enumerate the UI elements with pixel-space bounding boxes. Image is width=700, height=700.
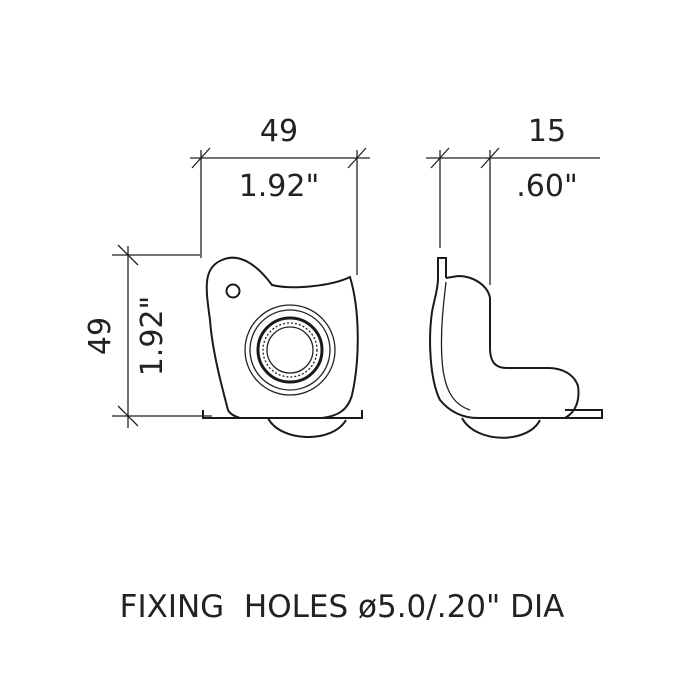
front-view-part xyxy=(202,256,363,438)
dome-outer-ring xyxy=(244,304,336,396)
tick-mark xyxy=(480,147,500,169)
plate-outline xyxy=(205,256,359,419)
fixing-holes-caption: FIXING HOLES ø5.0/.20" DIA xyxy=(120,589,565,625)
ball-foot-outline xyxy=(267,417,347,438)
side-bottom-flange xyxy=(565,409,603,419)
front-width-mm-label: 49 xyxy=(260,114,298,149)
dome-center-ring xyxy=(266,326,314,374)
tick-mark xyxy=(347,147,367,169)
profile-inner-line xyxy=(440,281,471,411)
front-height-mm-label: 49 xyxy=(83,317,118,355)
tick-mark xyxy=(430,147,450,169)
side-depth-mm-label: 15 xyxy=(528,114,566,149)
profile-outline xyxy=(429,274,580,419)
front-width-dimension: 49 1.92" xyxy=(190,114,370,275)
front-width-in-label: 1.92" xyxy=(239,169,320,204)
dome-knurl-ring xyxy=(262,322,318,378)
dome-ring xyxy=(249,309,331,391)
side-ball-foot xyxy=(461,417,541,439)
tick-mark xyxy=(117,244,139,266)
dome-inner-ring xyxy=(256,316,324,384)
side-depth-dimension: 15 .60" xyxy=(426,114,600,285)
fixing-hole xyxy=(225,283,241,299)
front-height-in-label: 1.92" xyxy=(135,296,170,377)
side-view-part xyxy=(429,257,603,439)
tick-mark xyxy=(117,405,139,427)
front-height-dimension: 49 1.92" xyxy=(83,244,212,428)
tick-mark xyxy=(191,147,211,169)
side-depth-in-label: .60" xyxy=(516,169,578,204)
top-tab xyxy=(437,257,447,278)
